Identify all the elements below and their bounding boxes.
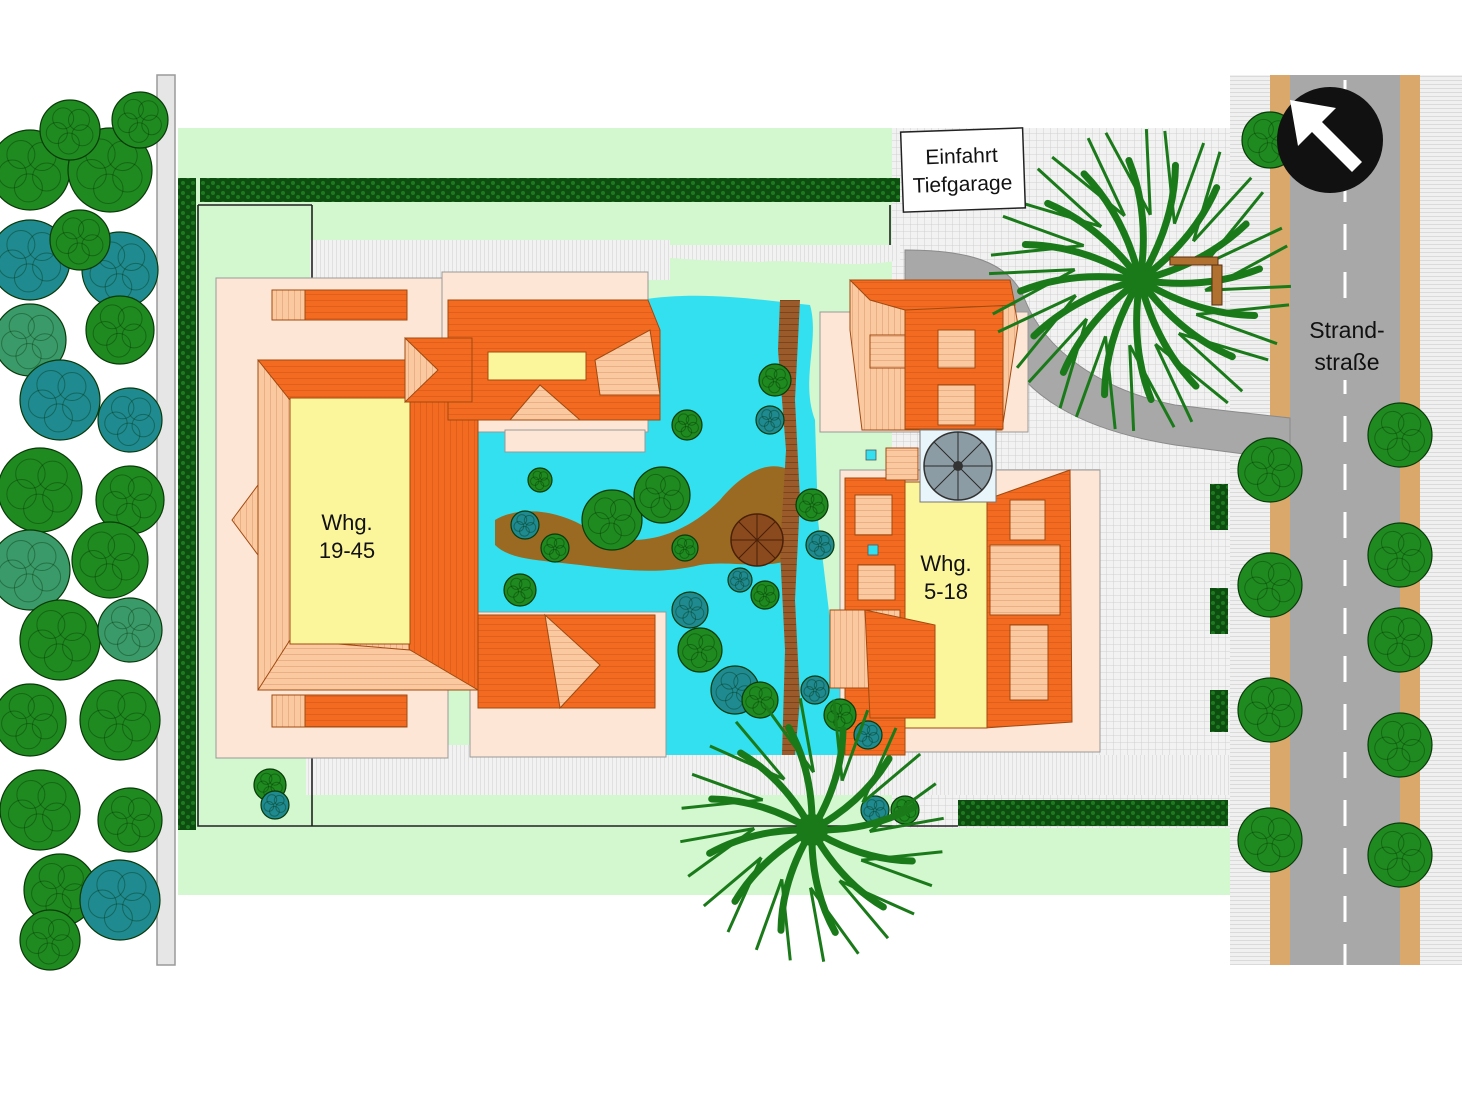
entrance-label-line2: Tiefgarage	[912, 171, 1012, 197]
forest-tree-icon	[19, 909, 81, 971]
street-tree-icon	[1237, 552, 1303, 618]
garden-tree-icon	[727, 567, 753, 593]
garden-tree-icon	[800, 675, 830, 705]
wooden-bridge	[778, 300, 800, 755]
bench-2	[1211, 264, 1223, 306]
street-label-line2: straße	[1314, 349, 1379, 375]
forest-tree-icon	[85, 295, 155, 365]
garden-tree-icon	[750, 580, 780, 610]
garden-tree-icon	[677, 627, 723, 673]
garden-tree-icon	[260, 790, 290, 820]
street-tree-icon	[1237, 437, 1303, 503]
forest-tree-icon	[97, 597, 163, 663]
garden-tree-icon	[633, 466, 691, 524]
large-trees	[680, 128, 1292, 962]
garden-tree-icon	[823, 698, 857, 732]
forest-tree-icon	[71, 521, 149, 599]
building-west	[215, 271, 667, 759]
garden-tree-icon	[540, 533, 570, 563]
forest-tree-icon	[0, 769, 81, 851]
forest-tree-icon	[49, 209, 111, 271]
forest-tree-icon	[97, 387, 163, 453]
garden-tree-icon	[741, 681, 779, 719]
garden-tree-icon	[805, 530, 835, 560]
forest-tree-icon	[79, 679, 161, 761]
hedge-east-1	[1210, 484, 1228, 530]
entrance-label-line1: Einfahrt	[925, 144, 998, 170]
building-east-label-line1: Whg.	[920, 551, 971, 576]
street-label-line1: Strand-	[1309, 317, 1384, 343]
building-west-label-line1: Whg.	[321, 510, 372, 535]
street	[1230, 75, 1462, 965]
street-tree-icon	[1367, 522, 1433, 588]
street-tree-icon	[1237, 807, 1303, 873]
pavement-east-inner	[1095, 470, 1230, 755]
pavement-inner-top	[312, 245, 900, 265]
building-west-label-line2: 19-45	[319, 538, 375, 563]
street-tree-icon	[1237, 677, 1303, 743]
forest-tree-icon	[39, 99, 101, 161]
bench	[1169, 256, 1219, 266]
building-east-label-line2: 5-18	[924, 579, 968, 604]
forest-tree-icon	[79, 859, 161, 941]
garden-tree-icon	[671, 591, 709, 629]
white-ground-bottom	[178, 895, 1230, 975]
street-name-label: Strand- straße	[1295, 310, 1397, 380]
garden-tree-icon	[755, 405, 785, 435]
forest-tree-icon	[19, 359, 101, 441]
north-arrow: N	[1277, 87, 1383, 193]
forest-tree-icon	[19, 599, 101, 681]
hedge-north	[200, 178, 900, 202]
forest-tree-icon	[111, 91, 169, 149]
hedge-east-3	[1210, 690, 1228, 732]
street-tree-icon	[1367, 607, 1433, 673]
garden-tree-icon	[671, 534, 699, 562]
large-tree-south-icon	[680, 698, 944, 962]
hedge-east-2	[1210, 588, 1228, 634]
garden-tree-icon	[758, 363, 792, 397]
garden-tree-icon	[527, 467, 553, 493]
trees	[0, 91, 1433, 971]
hedge-west	[178, 178, 196, 830]
street-tree-icon	[1367, 822, 1433, 888]
stair-tower-dome	[919, 429, 997, 503]
garden-tree-icon	[795, 488, 829, 522]
hedge-south	[958, 800, 1228, 826]
entrance-sign: Einfahrt Tiefgarage	[899, 127, 1027, 213]
garden-tree-icon	[503, 573, 537, 607]
forest-tree-icon	[0, 683, 67, 757]
street-tree-icon	[1367, 402, 1433, 468]
forest-tree-icon	[97, 787, 163, 853]
street-tree-icon	[1367, 712, 1433, 778]
building-east	[819, 279, 1101, 756]
garden-tree-icon	[671, 409, 703, 441]
garden-tree-icon	[581, 489, 643, 551]
forest-tree-icon	[0, 447, 83, 533]
forest-tree-icon	[0, 529, 71, 611]
gazebo-spokes	[731, 514, 783, 566]
forest-tree-icon	[23, 853, 97, 927]
garden-tree-icon	[510, 510, 540, 540]
